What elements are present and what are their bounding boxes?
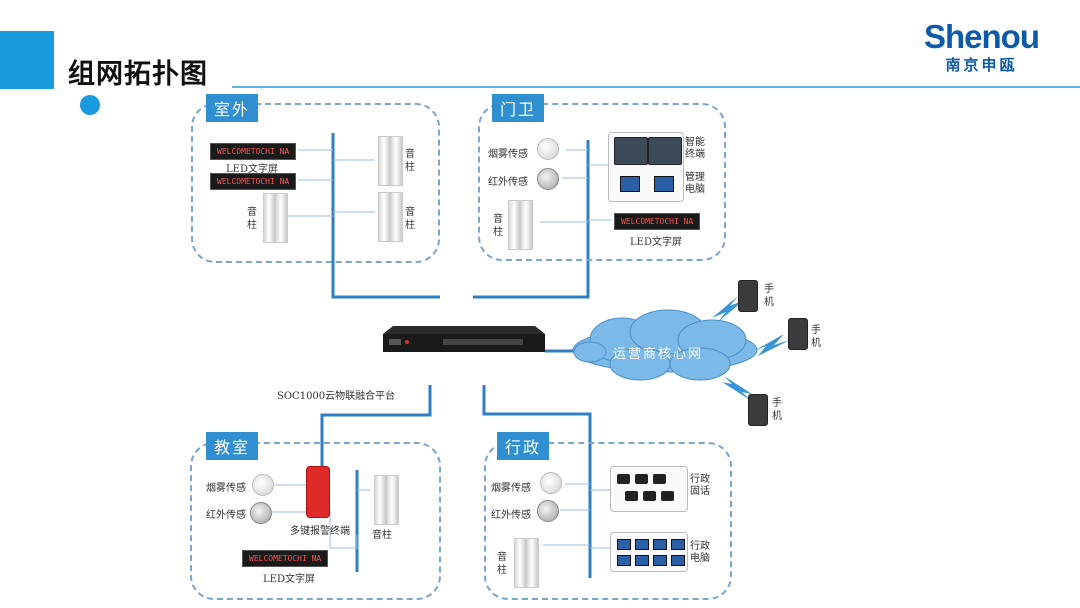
smart-terminal (648, 137, 682, 165)
mobile-phone-icon (788, 318, 808, 350)
mobile-phone-icon (738, 280, 758, 312)
phone-label-3: 手机 (772, 398, 782, 422)
page-title: 组网拓扑图 (68, 59, 208, 90)
shenou-logo: Shenou 南京申瓯 (924, 18, 1040, 75)
led-screen: WELCOMETOCHI NA (210, 143, 297, 160)
smoke-label: 烟雾传感 (488, 149, 528, 160)
smart-terminal (614, 137, 648, 165)
desk-phone-icon (617, 474, 630, 484)
title-divider (232, 86, 1080, 88)
pillar-label: 音柱 (493, 214, 503, 238)
mobile-phone-icon (748, 394, 768, 426)
smoke-detector (540, 472, 562, 494)
desk-phone-icon (653, 474, 666, 484)
admin-pc-panel (610, 532, 688, 572)
pillar-label: 音柱 (405, 207, 415, 231)
alarm-terminal (306, 466, 330, 518)
pillar-label: 音柱 (405, 149, 415, 173)
admin-pc (635, 555, 649, 566)
infrared-label: 红外传感 (488, 177, 528, 188)
admin-pc (635, 539, 649, 550)
infrared-label: 红外传感 (206, 510, 246, 521)
logo-cn: 南京申瓯 (945, 56, 1018, 74)
pillar-label: 音柱 (247, 207, 257, 231)
zone-classroom-tag: 教室 (206, 432, 259, 460)
speaker-pillar (390, 192, 403, 242)
admin-phone-panel (610, 466, 688, 512)
smoke-label: 烟雾传感 (206, 483, 246, 494)
management-pc (654, 176, 674, 192)
zone-outdoor-tag: 室外 (206, 94, 259, 122)
platform-label: SOC1000云物联融合平台 (277, 391, 396, 402)
zone-gate-tag: 门卫 (492, 94, 545, 122)
desk-phone-icon (661, 491, 674, 501)
speaker-pillar (390, 136, 403, 186)
bullet-dot (80, 95, 100, 115)
led-label: LED文字屏 (630, 237, 682, 248)
pc-label: 管理电脑 (685, 172, 705, 195)
management-pc (620, 176, 640, 192)
smoke-label: 烟雾传感 (491, 483, 531, 494)
admin-pc (671, 539, 685, 550)
admin-phone-label: 行政固话 (690, 474, 710, 497)
speaker-pillar (526, 538, 539, 588)
speaker-pillar (386, 475, 399, 525)
smoke-detector (537, 138, 559, 160)
accent-block (0, 31, 54, 89)
smoke-detector (252, 474, 274, 496)
speaker-pillar (520, 200, 533, 250)
desk-phone-icon (635, 474, 648, 484)
pillar-label: 音柱 (497, 552, 507, 576)
desk-phone-icon (625, 491, 638, 501)
led-label: LED文字屏 (263, 574, 315, 585)
admin-pc (617, 539, 631, 550)
led-label: LED文字屏 (226, 164, 278, 175)
infrared-label: 红外传感 (491, 510, 531, 521)
zone-gate (478, 103, 726, 261)
phone-label-2: 手机 (811, 325, 821, 349)
cloud-label: 运营商核心网 (613, 347, 704, 362)
admin-pc (617, 555, 631, 566)
desk-phone-icon (643, 491, 656, 501)
admin-pc-label: 行政电脑 (690, 541, 710, 564)
terminal-label: 智能终端 (685, 137, 705, 160)
infrared-sensor (537, 500, 559, 522)
infrared-sensor (250, 502, 272, 524)
phone-label-1: 手机 (764, 284, 774, 308)
admin-pc (653, 539, 667, 550)
admin-pc (653, 555, 667, 566)
pillar-label: 音柱 (372, 530, 392, 541)
soc1000-server (383, 326, 545, 356)
zone-outdoor (191, 103, 440, 263)
speaker-pillar (275, 193, 288, 243)
admin-pc (671, 555, 685, 566)
zone-admin-tag: 行政 (497, 432, 550, 460)
led-screen: WELCOMETOCHI NA (210, 173, 297, 190)
led-screen: WELCOMETOCHI NA (242, 550, 329, 567)
led-screen: WELCOMETOCHI NA (614, 213, 701, 230)
zone-admin (484, 442, 732, 600)
zone-classroom (190, 442, 441, 600)
alarm-label: 多键报警终端 (290, 526, 350, 537)
infrared-sensor (537, 168, 559, 190)
logo-en: Shenou (924, 18, 1040, 55)
